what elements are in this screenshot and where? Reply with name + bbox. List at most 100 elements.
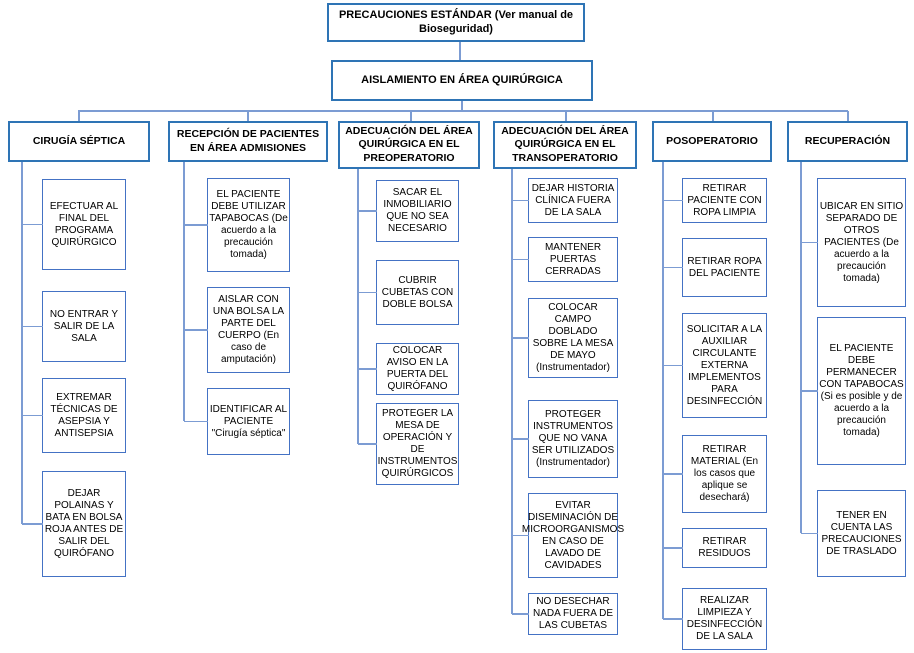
connector-stub: [512, 199, 529, 201]
flow-box: SOLICITAR A LA AUXILIAR CIRCULANTE EXTER…: [663, 313, 767, 418]
flow-box-label: EXTREMAR TÉCNICAS DE ASEPSIA Y ANTISEPSI…: [50, 391, 118, 439]
connector-spine-4: [511, 169, 513, 614]
flow-box-label: REALIZAR LIMPIEZA Y DESINFECCIÓN DE LA S…: [686, 595, 763, 642]
flow-box-label: RETIRAR PACIENTE CON ROPA LIMPIA: [687, 182, 762, 218]
connector-stub: [358, 368, 377, 370]
flow-box-label: CUBRIR CUBETAS CON DOBLE BOLSA: [381, 274, 454, 310]
flow-box: UBICAR EN SITIO SEPARADO DE OTROS PACIEN…: [801, 178, 906, 307]
flow-box-label: PROTEGER INSTRUMENTOS QUE NO VANA SER UT…: [531, 409, 615, 468]
flow-box-label: COLOCAR CAMPO DOBLADO SOBRE LA MESA DE M…: [532, 302, 614, 373]
connector-stub: [358, 291, 377, 293]
flow-box: DEJAR HISTORIA CLÍNICA FUERA DE LA SALA: [512, 178, 618, 223]
flow-box: EVITAR DISEMINACIÓN DE MICROORGANISMOS E…: [512, 493, 624, 578]
flow-box: RETIRAR MATERIAL (En los casos que apliq…: [663, 435, 767, 513]
flow-box: CUBRIR CUBETAS CON DOBLE BOLSA: [358, 260, 459, 325]
connector-stub: [663, 266, 683, 268]
flow-box-label: DEJAR HISTORIA CLÍNICA FUERA DE LA SALA: [531, 182, 615, 218]
column-header-transoperatorio: ADECUACIÓN DEL ÁREA QUIRÚRGICA EN EL TRA…: [493, 121, 637, 169]
flow-box: SACAR EL INMOBILIARIO QUE NO SEA NECESAR…: [358, 180, 459, 242]
flow-box: EL PACIENTE DEBE UTILIZAR TAPABOCAS (De …: [184, 178, 290, 272]
connector-stub: [512, 438, 529, 440]
column-header-recepcion-pacientes: RECEPCIÓN DE PACIENTES EN ÁREA ADMISIONE…: [168, 121, 328, 162]
connector-drop-6: [847, 111, 849, 121]
flow-box-label: SOLICITAR A LA AUXILIAR CIRCULANTE EXTER…: [686, 323, 763, 407]
connector-stub: [801, 532, 818, 534]
connector-stub: [663, 618, 683, 620]
flow-box: COLOCAR AVISO EN LA PUERTA DEL QUIRÓFANO: [358, 343, 459, 395]
flow-box-label: IDENTIFICAR AL PACIENTE "Cirugía séptica…: [209, 403, 288, 439]
flow-box: EFECTUAR AL FINAL DEL PROGRAMA QUIRÚRGIC…: [22, 179, 126, 270]
flow-box-label: EFECTUAR AL FINAL DEL PROGRAMA QUIRÚRGIC…: [49, 200, 119, 248]
flow-box-label: EL PACIENTE DEBE UTILIZAR TAPABOCAS (De …: [209, 189, 288, 260]
connector-drop-2: [247, 111, 249, 121]
subtitle-box: AISLAMIENTO EN ÁREA QUIRÚRGICA: [331, 60, 593, 101]
connector-spine-3: [357, 169, 359, 444]
flow-box-label: EVITAR DISEMINACIÓN DE MICROORGANISMOS E…: [521, 499, 625, 571]
connector-title-to-subtitle: [459, 42, 461, 60]
flow-box: TENER EN CUENTA LAS PRECAUCIONES DE TRAS…: [801, 490, 906, 577]
flow-box: NO DESECHAR NADA FUERA DE LAS CUBETAS: [512, 593, 618, 635]
column-header-cirugia-septica: CIRUGÍA SÉPTICA: [8, 121, 150, 162]
flow-box: EL PACIENTE DEBE PERMANECER CON TAPABOCA…: [801, 317, 906, 465]
connector-stub: [663, 364, 683, 366]
flow-box-label: AISLAR CON UNA BOLSA LA PARTE DEL CUERPO…: [212, 294, 285, 365]
flow-box-label: MANTENER PUERTAS CERRADAS: [544, 241, 602, 277]
connector-stub: [184, 420, 208, 422]
flow-box-label: NO DESECHAR NADA FUERA DE LAS CUBETAS: [532, 596, 614, 631]
flow-box: MANTENER PUERTAS CERRADAS: [512, 237, 618, 282]
connector-stub: [22, 523, 43, 525]
flow-box: NO ENTRAR Y SALIR DE LA SALA: [22, 291, 126, 362]
connector-distribution-line: [78, 110, 848, 112]
flow-box-label: COLOCAR AVISO EN LA PUERTA DEL QUIRÓFANO: [386, 345, 449, 392]
connector-stub: [663, 547, 683, 549]
connector-stub: [22, 325, 43, 327]
connector-trunk: [461, 101, 463, 111]
flow-box: RETIRAR PACIENTE CON ROPA LIMPIA: [663, 178, 767, 223]
column-header-preoperatorio: ADECUACIÓN DEL ÁREA QUIRÚRGICA EN EL PRE…: [338, 121, 480, 169]
connector-stub: [663, 199, 683, 201]
flow-box: AISLAR CON UNA BOLSA LA PARTE DEL CUERPO…: [184, 287, 290, 373]
connector-stub: [358, 210, 377, 212]
connector-drop-4: [565, 111, 567, 121]
flow-box: RETIRAR ROPA DEL PACIENTE: [663, 238, 767, 297]
connector-stub: [801, 390, 818, 392]
flow-box-label: UBICAR EN SITIO SEPARADO DE OTROS PACIEN…: [819, 200, 904, 284]
connector-stub: [22, 223, 43, 225]
flow-box-label: SACAR EL INMOBILIARIO QUE NO SEA NECESAR…: [383, 187, 452, 234]
connector-stub: [801, 241, 818, 243]
flow-box: RETIRAR RESIDUOS: [663, 528, 767, 568]
connector-drop-3: [410, 111, 412, 121]
flow-box: COLOCAR CAMPO DOBLADO SOBRE LA MESA DE M…: [512, 298, 618, 378]
flow-box: REALIZAR LIMPIEZA Y DESINFECCIÓN DE LA S…: [663, 588, 767, 650]
flow-box-label: EL PACIENTE DEBE PERMANECER CON TAPABOCA…: [819, 343, 904, 438]
connector-drop-5: [712, 111, 714, 121]
connector-stub: [512, 337, 529, 339]
flow-box: PROTEGER LA MESA DE OPERACIÓN Y DE INSTR…: [358, 403, 459, 485]
connector-stub: [184, 224, 208, 226]
connector-spine-5: [662, 162, 664, 619]
connector-stub: [22, 414, 43, 416]
connector-spine-6: [800, 162, 802, 533]
flow-box: DEJAR POLAINAS Y BATA EN BOLSA ROJA ANTE…: [22, 471, 126, 577]
flow-box: PROTEGER INSTRUMENTOS QUE NO VANA SER UT…: [512, 400, 618, 478]
flow-box: EXTREMAR TÉCNICAS DE ASEPSIA Y ANTISEPSI…: [22, 378, 126, 453]
flow-box-label: RETIRAR RESIDUOS: [698, 536, 751, 559]
flow-box-label: RETIRAR MATERIAL (En los casos que apliq…: [690, 444, 759, 503]
title-box: PRECAUCIONES ESTÁNDAR (Ver manual de Bio…: [327, 3, 585, 42]
connector-stub: [512, 534, 529, 536]
connector-stub: [512, 258, 529, 260]
flow-box-label: PROTEGER LA MESA DE OPERACIÓN Y DE INSTR…: [377, 408, 458, 479]
flow-box-label: DEJAR POLAINAS Y BATA EN BOLSA ROJA ANTE…: [44, 488, 124, 559]
column-header-recuperacion: RECUPERACIÓN: [787, 121, 908, 162]
column-header-posoperatorio: POSOPERATORIO: [652, 121, 772, 162]
connector-stub: [184, 329, 208, 331]
flow-box-label: NO ENTRAR Y SALIR DE LA SALA: [49, 308, 119, 344]
connector-drop-1: [78, 111, 80, 121]
connector-stub: [663, 473, 683, 475]
flow-box: IDENTIFICAR AL PACIENTE "Cirugía séptica…: [184, 388, 290, 455]
flow-box-label: TENER EN CUENTA LAS PRECAUCIONES DE TRAS…: [821, 509, 902, 557]
connector-stub: [358, 443, 377, 445]
connector-spine-2: [183, 162, 185, 421]
flow-box-label: RETIRAR ROPA DEL PACIENTE: [687, 255, 762, 279]
